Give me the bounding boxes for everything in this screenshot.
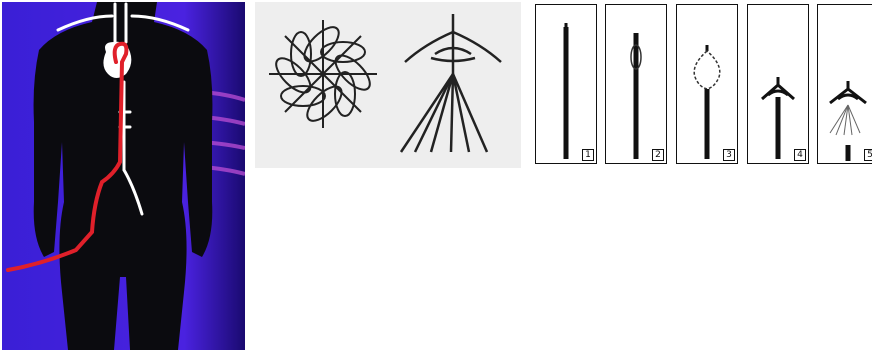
deployment-step-2: 2 — [605, 4, 667, 164]
filter-deployed-icon — [748, 5, 808, 163]
catheter-icon — [536, 5, 596, 163]
deployment-step-4: 4 — [747, 4, 809, 164]
filter-released-icon — [818, 5, 872, 163]
deployment-step-1: 1 — [535, 4, 597, 164]
filter-emerging-icon — [606, 5, 666, 163]
deployment-sequence: 1 2 3 4 — [0, 0, 872, 170]
step-number: 3 — [723, 149, 735, 161]
step-number: 2 — [652, 149, 664, 161]
filter-expanding-icon — [677, 5, 737, 163]
step-number: 4 — [794, 149, 806, 161]
step-number: 5 — [864, 149, 872, 161]
step-number: 1 — [582, 149, 594, 161]
deployment-step-5: 5 — [817, 4, 872, 164]
deployment-step-3: 3 — [676, 4, 738, 164]
